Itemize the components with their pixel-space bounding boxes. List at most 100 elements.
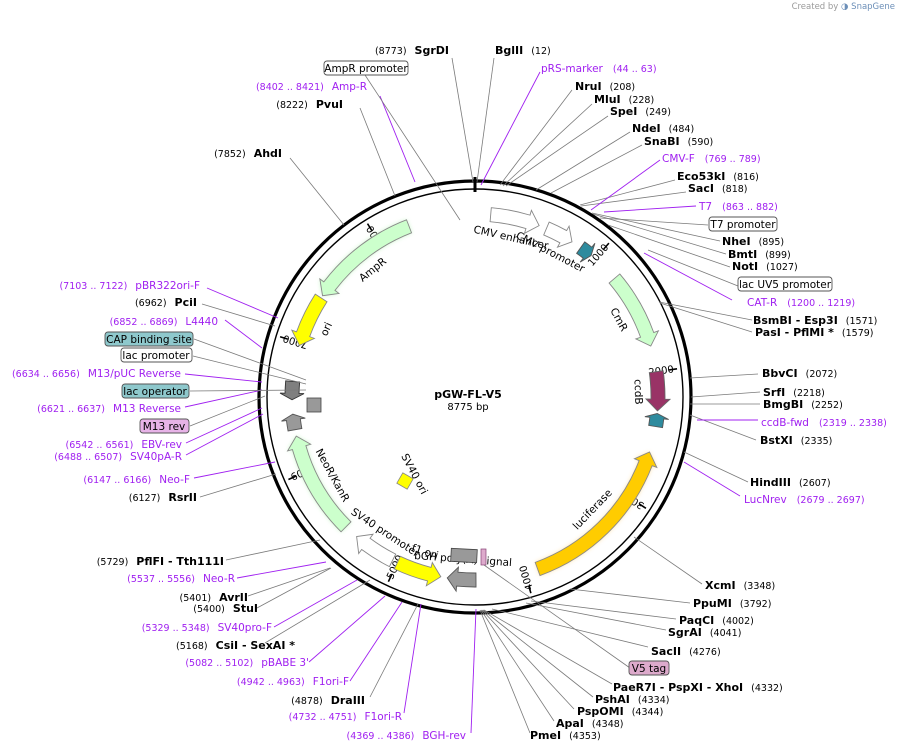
- enzyme-pshai: PshAI(4334): [595, 693, 669, 706]
- enzyme-sgrdi: (8773)SgrDI: [375, 44, 449, 57]
- enzyme-bmti: BmtI(899): [728, 248, 791, 261]
- tick-mark: [387, 574, 393, 583]
- enzyme-noti: NotI(1027): [732, 260, 798, 273]
- enzyme-labels-right: BglII(12) NruI(208) MluI(228) SpeI(249) …: [476, 44, 877, 742]
- leader-lac-promoter: [192, 355, 307, 385]
- enzyme-pcii: (6962)PciI: [135, 296, 197, 309]
- label-v5-tag: V5 tag: [632, 663, 666, 675]
- enzyme-ndei: NdeI(484): [632, 122, 694, 135]
- tick-mark: [638, 503, 647, 510]
- primer-lucnrev: LucNrev(2679 .. 2697): [744, 494, 865, 506]
- enzyme-sgrai: SgrAI(4041): [668, 626, 741, 639]
- enzyme-ahdi: (7852)AhdI: [214, 147, 282, 160]
- tick-mark: [366, 223, 373, 231]
- primer-f1ori-r: (4732 .. 4751)F1ori-R: [289, 711, 402, 723]
- enzyme-ppumi: PpuMI(3792): [693, 597, 771, 610]
- enzyme-paer7i: PaeR7I - PspXI - XhoI(4332): [613, 681, 783, 694]
- leader-l4440: [224, 319, 263, 349]
- leader-sv40pa-r: [185, 413, 264, 456]
- leader-hindiii: [683, 451, 749, 483]
- sv40-polya-feature: [306, 397, 322, 413]
- leader-pshai: [482, 609, 594, 698]
- enzyme-bsmbi: BsmBI - Esp3I(1571): [753, 314, 877, 327]
- feature-arrow-f1-ori: [393, 555, 442, 587]
- leader-rsrii: [199, 473, 277, 498]
- leader-sacii: [491, 608, 649, 648]
- leader-sgrai: [525, 602, 667, 631]
- plasmid-length: 8775 bp: [447, 402, 488, 413]
- tick-mark: [279, 335, 288, 340]
- leader-prs-marker: [480, 71, 541, 186]
- primer-amp-r: (8402 .. 8421)Amp-R: [256, 81, 367, 93]
- primer-labels: pRS-marker(44 .. 63) CMV-F(769 .. 789) T…: [12, 63, 887, 742]
- primer-bgh-rev: (4369 .. 4386)BGH-rev: [347, 730, 466, 742]
- v5-tag-feature: [480, 548, 487, 566]
- leader-ahdi: [289, 157, 345, 226]
- leader-paqci: [530, 600, 677, 620]
- label-cap-binding-site: CAP binding site: [106, 334, 192, 346]
- leader-bsmbi: [658, 301, 753, 321]
- enzyme-saci: SacI(818): [688, 182, 748, 195]
- leader-ndei: [535, 131, 631, 191]
- leader-nrui: [499, 89, 573, 186]
- enzyme-sacii: SacII(4276): [651, 645, 721, 658]
- leader-cat-r: [643, 252, 733, 301]
- enzyme-pflfi: (5729)PflFI - Tth111I: [97, 555, 224, 568]
- enzyme-hindiii: HindIII(2607): [750, 476, 831, 489]
- label-m13-rev: M13 rev: [143, 421, 186, 433]
- primer-m13-reverse: (6621 .. 6637)M13 Reverse: [37, 403, 181, 415]
- leader-neo-f: [193, 461, 276, 479]
- leader-pvui: [359, 107, 396, 197]
- feature-arrow-attr2: [644, 413, 669, 429]
- primer-sv40pro-f: (5329 .. 5348)SV40pro-F: [142, 622, 272, 634]
- leader-apai: [480, 609, 555, 722]
- leader-pbabe3: [308, 595, 386, 663]
- leader-spei: [505, 115, 609, 187]
- leader-bgh-rev: [470, 608, 477, 734]
- primer-f1ori-f: (4942 .. 4963)F1ori-F: [237, 676, 349, 688]
- primer-m13-puc-reverse: (6634 .. 6656)M13/pUC Reverse: [12, 368, 181, 380]
- primer-cmv-f: CMV-F(769 .. 789): [662, 153, 761, 165]
- leader-nhei: [591, 212, 721, 242]
- box-t7-promoter: [708, 216, 778, 232]
- feature-label: CmR: [607, 306, 629, 334]
- snapgene-credit: Created by ◑ SnapGene: [792, 2, 895, 12]
- enzyme-bglii: BglII(12): [495, 44, 551, 57]
- primer-prs-marker: pRS-marker(44 .. 63): [541, 63, 657, 75]
- leader-draiii: [369, 603, 419, 698]
- enzyme-pvui: (8222)PvuI: [276, 98, 343, 111]
- primer-neo-r: (5537 .. 5556)Neo-R: [127, 573, 235, 585]
- leader-t7: [603, 205, 697, 213]
- leader-saci: [580, 191, 687, 207]
- tick-mark: [288, 475, 297, 481]
- tick-label: 4000: [518, 564, 536, 591]
- feature-arrow-ampr: [319, 219, 413, 297]
- box-lac-uv5-promoter: [737, 276, 833, 292]
- leader-snabi: [550, 144, 643, 194]
- leader-cmv-f: [590, 159, 661, 211]
- feature-arrow-luciferase: [534, 451, 658, 577]
- feature-arrow-cmv-enhancer: [489, 207, 540, 235]
- enzyme-apai: ApaI(4348): [556, 717, 624, 730]
- box-v5-tag: [628, 660, 670, 676]
- snapgene-logo-icon: ◑: [841, 2, 849, 12]
- leader-bbvci: [689, 373, 759, 379]
- feature-arrow-ccdb: [644, 370, 672, 412]
- enzyme-pspomi: PspOMI(4344): [577, 705, 663, 718]
- box-lac-promoter: [120, 347, 193, 363]
- feature-label: ccdB: [632, 379, 645, 405]
- leader-neo-r: [236, 561, 327, 579]
- leader-mlui: [502, 103, 593, 187]
- leader-pbr322ori-f: [206, 287, 279, 319]
- bgh-polya-feature: [450, 547, 478, 564]
- leader-lucnrev: [683, 461, 741, 497]
- enzyme-bbvci: BbvCI(2072): [762, 367, 837, 380]
- tick-mark: [669, 367, 678, 371]
- enzyme-spei: SpeI(249): [610, 105, 671, 118]
- label-t7-promoter: T7 promoter: [709, 219, 776, 231]
- enzyme-pmei: PmeI(4353): [530, 729, 601, 742]
- enzyme-mlui: MluI(228): [594, 93, 654, 106]
- primer-t7: T7(863 .. 882): [698, 201, 778, 213]
- leader-v5-tag: [483, 564, 631, 669]
